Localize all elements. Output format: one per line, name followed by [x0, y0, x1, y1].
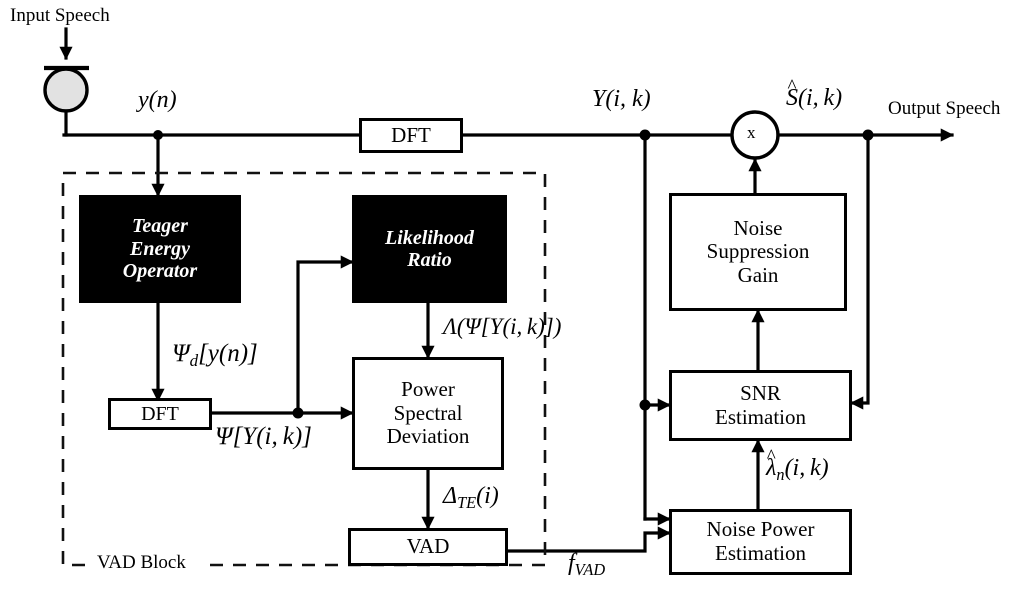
label-psi-Y-ik: Ψ[Y(i, k)] [215, 423, 312, 451]
vad-block-label-mask [90, 552, 210, 578]
block-dft-vad[interactable]: DFT [108, 398, 212, 430]
label-lambda-hat-n: ^λn(i, k) [766, 446, 829, 484]
label-y-of-n: y(n) [138, 87, 177, 114]
block-snr-estimation[interactable]: SNR Estimation [669, 370, 852, 441]
npe-line-2: Estimation [715, 541, 806, 565]
S-hat-glyph: ^S [786, 76, 798, 111]
label-multiplier-symbol: x [747, 123, 756, 142]
block-power-spectral-deviation[interactable]: Power Spectral Deviation [352, 357, 504, 470]
psd-line-2: Spectral [393, 400, 463, 425]
label-delta-te: ΔTE(i) [443, 483, 499, 512]
label-Y-ik: Y(i, k) [592, 86, 651, 113]
label-psi-d-y-n-text: Ψd[y(n)] [172, 340, 258, 371]
block-noise-suppression-gain[interactable]: Noise Suppression Gain [669, 193, 847, 311]
microphone-capsule [43, 67, 89, 113]
label-S-hat-ik-rest: (i, k) [798, 85, 843, 111]
nsg-line-2: Suppression [706, 239, 810, 264]
vad-label: VAD [406, 534, 450, 559]
label-lambda-psi-text: Λ(Ψ[Y(i, k)]) [443, 314, 562, 339]
block-noise-power-estimation[interactable]: Noise Power Estimation [669, 509, 852, 575]
dft-vad-label: DFT [141, 402, 179, 425]
label-input-speech: Input Speech [10, 5, 110, 26]
circumflex-icon: ^ [787, 76, 797, 98]
circumflex-icon-2: ^ [766, 446, 776, 468]
dft-main-label: DFT [391, 122, 431, 147]
block-vad[interactable]: VAD [348, 528, 508, 566]
psd-line-1: Power [401, 377, 455, 402]
likelihood-line-2: Ratio [407, 249, 452, 271]
wire-output-feedback-to-snr [850, 133, 870, 410]
lambda-hat-glyph: ^λ [766, 446, 777, 481]
label-S-hat-ik: ^S(i, k) [786, 76, 843, 112]
psd-line-3: Deviation [386, 424, 470, 449]
wire-vad-to-npe [506, 526, 671, 553]
lambda-hat-sub: n [776, 464, 785, 484]
wire-psi-to-likelihood [296, 255, 354, 415]
block-teager-energy-operator[interactable]: Teager Energy Operator [79, 195, 241, 303]
likelihood-line-1: Likelihood [385, 226, 474, 249]
label-delta-te-text: ΔTE(i) [443, 483, 499, 512]
nsg-line-1: Noise [733, 215, 783, 240]
label-output-speech: Output Speech [888, 98, 1001, 119]
nsg-line-3: Gain [737, 262, 779, 287]
label-vad-block: VAD Block [97, 552, 186, 573]
label-lambda-psi: Λ(Ψ[Y(i, k)]) [443, 314, 561, 340]
label-f-vad: fVAD [568, 550, 606, 579]
vad-block-boundary [61, 171, 547, 567]
label-Y-ik-text: Y(i, k) [592, 86, 651, 112]
teager-line-1: Teager [132, 215, 188, 238]
teager-line-2: Energy [129, 237, 190, 260]
teager-line-3: Operator [122, 260, 198, 283]
snr-line-2: Estimation [715, 404, 806, 429]
label-psi-d-y-n: Ψd[y(n)] [172, 340, 258, 371]
block-likelihood-ratio[interactable]: Likelihood Ratio [352, 195, 507, 303]
label-psi-Y-ik-text: Ψ[Y(i, k)] [215, 423, 312, 450]
label-y-of-n-text: y(n) [138, 87, 177, 113]
snr-line-1: SNR [740, 380, 781, 405]
label-lambda-hat-rest: (i, k) [784, 455, 829, 481]
npe-line-1: Noise Power [706, 517, 815, 542]
label-f-vad-text: fVAD [568, 550, 606, 579]
block-dft-main[interactable]: DFT [359, 118, 463, 153]
